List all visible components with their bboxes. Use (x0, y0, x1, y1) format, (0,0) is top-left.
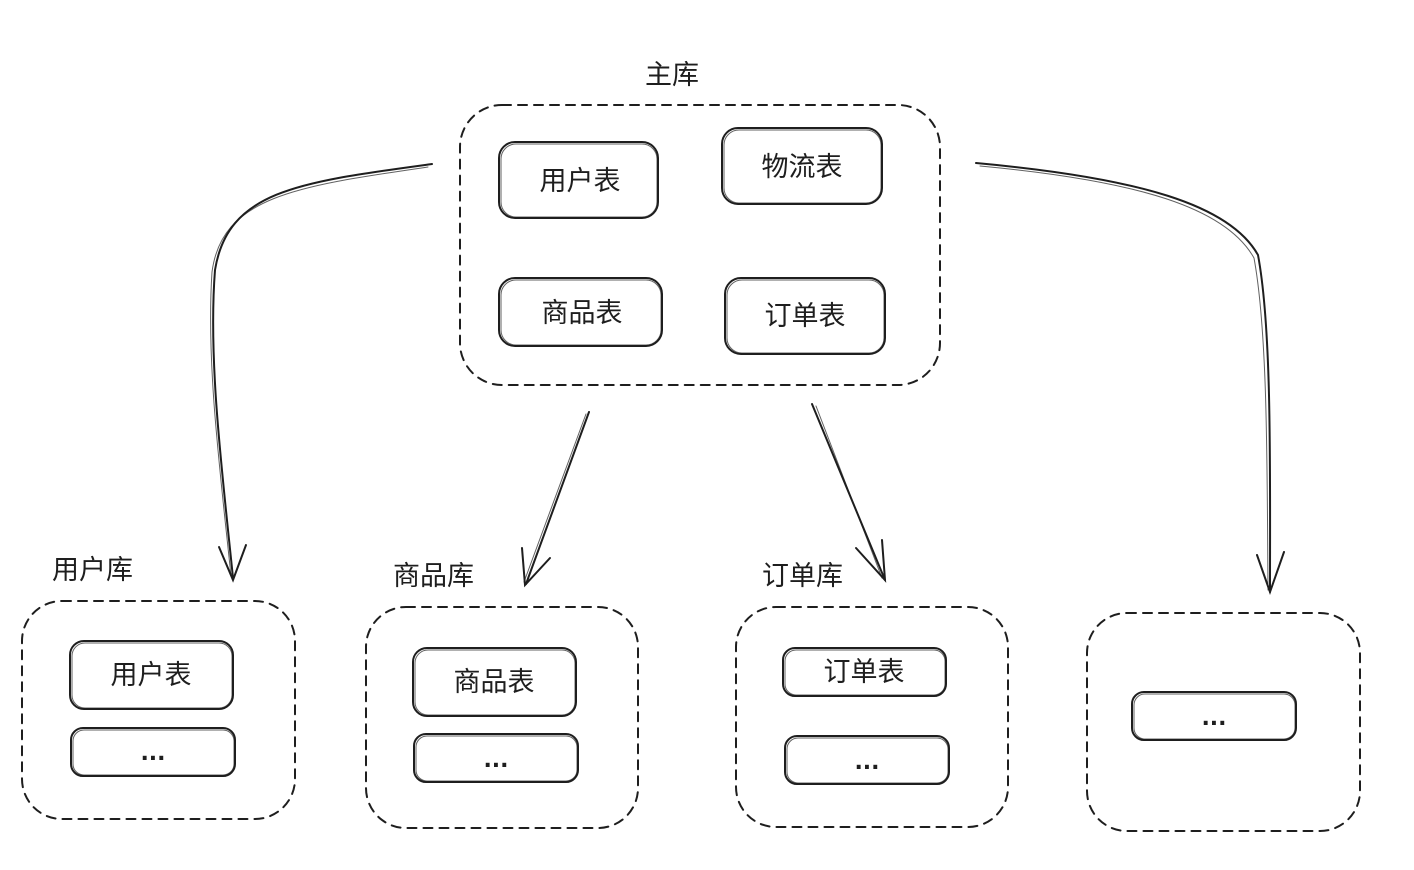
more-db-table-more-label: ... (1201, 706, 1226, 731)
user-db-table-users-label: 用户表 (111, 660, 192, 691)
main-table-products-label: 商品表 (542, 298, 623, 329)
user-db-table-users: 用户表 (69, 640, 234, 710)
product-db-table-products-label: 商品表 (454, 667, 535, 698)
product-db-container (365, 606, 639, 829)
main-table-orders-label: 订单表 (765, 301, 846, 332)
main-db-container (459, 104, 941, 386)
product-db-title: 商品库 (393, 561, 474, 592)
more-db: ... (1086, 612, 1361, 832)
more-db-table-more: ... (1131, 691, 1297, 741)
main-table-logistics-label: 物流表 (762, 152, 843, 183)
order-db-container (735, 606, 1009, 828)
arrow-to-product-db (521, 411, 590, 588)
main-table-users: 用户表 (498, 141, 659, 219)
main-table-products: 商品表 (498, 277, 663, 347)
order-db: 订单库 订单表 ... (735, 561, 1009, 828)
product-db-table-more-label: ... (483, 748, 508, 773)
product-db-table-more: ... (413, 733, 579, 783)
user-db-title: 用户库 (52, 555, 133, 586)
main-table-users-label: 用户表 (540, 166, 621, 197)
product-db-table-products: 商品表 (412, 647, 577, 717)
main-db: 主库 用户表 物流表 商品表 订单表 (459, 60, 941, 386)
arrow-to-more-db (975, 162, 1285, 596)
user-db-table-more: ... (70, 727, 236, 777)
order-db-table-more: ... (784, 735, 950, 785)
user-db-container (21, 600, 296, 820)
main-table-logistics: 物流表 (721, 127, 883, 205)
arrow-to-order-db (811, 403, 887, 583)
user-db: 用户库 用户表 ... (21, 555, 296, 820)
order-db-table-orders-label: 订单表 (824, 657, 905, 688)
more-db-container (1086, 612, 1361, 832)
order-db-table-orders: 订单表 (782, 647, 947, 697)
main-table-orders: 订单表 (724, 277, 886, 355)
order-db-title: 订单库 (762, 561, 843, 592)
product-db: 商品库 商品表 ... (365, 561, 639, 829)
main-db-title: 主库 (645, 60, 699, 91)
user-db-table-more-label: ... (140, 741, 165, 766)
arrow-to-user-db (210, 163, 433, 583)
order-db-table-more-label: ... (854, 750, 879, 775)
